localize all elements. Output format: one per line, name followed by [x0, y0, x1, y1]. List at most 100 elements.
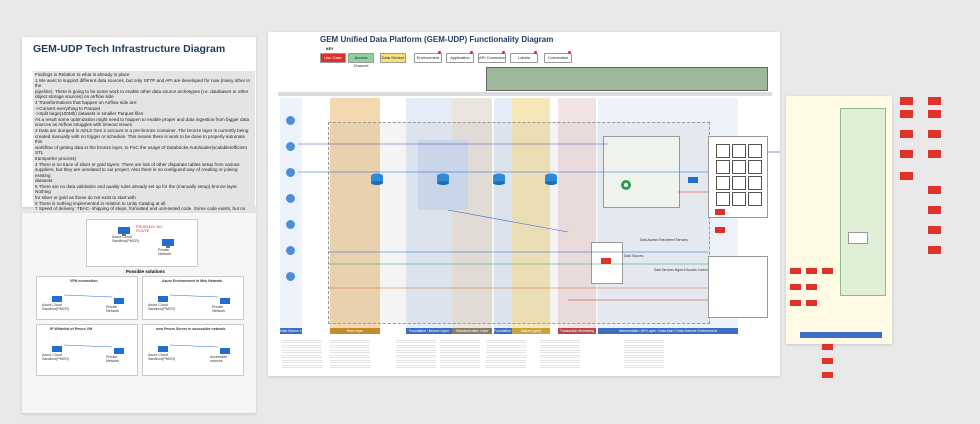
flow-label-2: Data Sources	[624, 254, 644, 258]
use-case-sticky	[928, 186, 941, 194]
white-tile	[848, 232, 868, 244]
lane-label: Transaction Monitoring	[558, 328, 596, 334]
use-case-sticky	[806, 284, 817, 290]
finding-line: object storage sources) on Airflow side	[35, 94, 114, 100]
top-cloud-label: Azure Cloud Sandbox(PMCR)	[112, 235, 140, 244]
description-block	[330, 338, 370, 370]
sol3-private: Private Network	[106, 355, 120, 364]
finding-line: 3 Data are dumped in ADLS Gen 2 account …	[35, 127, 249, 133]
finding-line: 1 We want to support different data sour…	[35, 77, 251, 89]
use-case-sticky	[928, 206, 941, 214]
sol1-cloud: Azure Cloud Sandbox(PMCR)	[42, 303, 70, 312]
data-source-icon	[286, 194, 295, 203]
lane: Transaction Monitoring	[558, 98, 596, 334]
key-label: KEY	[326, 47, 334, 51]
use-case-sticky	[928, 97, 941, 105]
consumer-tile	[732, 192, 746, 206]
finding-line: suppliers, but they are unrelated to our…	[35, 167, 238, 178]
description-block	[440, 338, 480, 370]
vm-icon	[220, 343, 230, 361]
enrichment-banner	[486, 67, 768, 91]
vm-icon	[220, 293, 230, 311]
use-case-sticky	[790, 284, 801, 290]
consumer-tile	[716, 176, 730, 190]
consumers-footer	[800, 332, 882, 338]
problem-diagram	[86, 219, 198, 267]
possible-solutions: Possible solutions	[126, 269, 165, 274]
lane: Standardization Layer	[452, 98, 492, 334]
finding-line: pipeline). There is going to be some wor…	[35, 88, 249, 94]
findings-block: Findings in Relation to what is already …	[33, 71, 255, 225]
sol2-cloud: Azure Cloud Sandbox(PMCR)	[148, 303, 176, 312]
lane-label: Data Source Layer	[280, 328, 302, 334]
database-icon	[492, 172, 506, 190]
consumer-tile	[716, 144, 730, 158]
private-vm-icon	[162, 235, 174, 248]
use-case-sticky	[806, 268, 817, 274]
data-source-icon	[286, 220, 295, 229]
finding-line: 4 There is no trace of silver or gold la…	[35, 161, 240, 167]
findings-list: 1 We want to support different data sour…	[35, 78, 253, 223]
consumers-green-box	[840, 108, 886, 296]
use-case-marker	[715, 227, 725, 233]
consumer-tile	[716, 192, 730, 206]
finding-line: datasets	[35, 178, 53, 184]
sol3-label: IP Whitelist of Pmcrs VM	[50, 327, 93, 331]
network-card: Azure Cloud Sandbox(PMCR) Private Networ…	[22, 213, 256, 413]
gear-icon	[620, 178, 632, 196]
description-block	[486, 338, 526, 370]
legend-item: Use Case	[320, 53, 346, 63]
finding-line: 5 There are no data validation and quali…	[35, 183, 238, 195]
flow-label-3: Data Services Mgmt & Access Control	[654, 268, 708, 272]
vm-icon	[114, 343, 124, 361]
vm-icon	[158, 291, 168, 309]
use-case-sticky	[928, 246, 941, 254]
legend-dot-icon	[534, 51, 537, 54]
use-case-marker	[715, 209, 725, 215]
use-case-sticky	[928, 110, 941, 118]
findings-heading: Findings in Relation to what is already …	[35, 72, 130, 77]
sol4-label: new Pmcrs Server in accessible network	[156, 327, 226, 331]
sol3-cloud: Azure Cloud Sandbox(PMCR)	[42, 353, 70, 362]
finding-line: transporter process)	[35, 155, 77, 161]
consumer-tile	[748, 192, 762, 206]
legend-item: Environment	[414, 53, 442, 63]
use-case-sticky	[822, 372, 833, 378]
consumer-tile	[732, 160, 746, 174]
lane: Foundation / Silver Layer	[494, 98, 512, 334]
finding-line: ->Split large(100Mb) datasets in smaller…	[35, 111, 144, 117]
vm-icon	[114, 293, 124, 311]
consumer-tile	[732, 144, 746, 158]
cloud-vm-icon	[118, 223, 130, 236]
use-case-sticky	[900, 172, 913, 180]
left-doc-title: GEM-UDP Tech Infrastructure Diagram	[33, 43, 226, 55]
top-band	[278, 92, 772, 96]
sol2-private: Private Network	[212, 305, 226, 314]
legend-dot-icon	[470, 51, 473, 54]
lane: Data Source Layer	[280, 98, 302, 334]
vm-icon	[52, 291, 62, 309]
problem-label: PROBLEM: NO ROUTE	[136, 225, 163, 233]
data-source-icon	[286, 142, 295, 151]
use-case-sticky	[822, 344, 833, 350]
consumer-tile	[748, 160, 762, 174]
sol4-accessible: Accessible network	[210, 355, 228, 364]
functionality-diagram: GEM Unified Data Platform (GEM-UDP) Func…	[268, 32, 780, 376]
use-case-sticky	[928, 150, 941, 158]
data-source-icon	[286, 168, 295, 177]
use-case-sticky	[900, 97, 913, 105]
lane: Mature (gold)	[512, 98, 550, 334]
legend-item: Access Channel	[348, 53, 374, 68]
finding-line: 6 There is nothing implemented in relati…	[35, 200, 166, 206]
use-case-sticky	[822, 268, 833, 274]
lane-label: Intermediate / API Layer / Data Mart / D…	[598, 328, 738, 334]
use-case-sticky	[790, 268, 801, 274]
legend-dot-icon	[568, 51, 571, 54]
finding-line: 2 Transformations that happen on Airflow…	[35, 99, 138, 105]
findings-card: GEM-UDP Tech Infrastructure Diagram Find…	[22, 37, 256, 225]
lane-label: Standardization Layer	[452, 328, 492, 334]
legend-item: API Connector	[478, 53, 506, 63]
description-block	[396, 338, 436, 370]
legend-dot-icon	[438, 51, 441, 54]
use-case-sticky	[900, 130, 913, 138]
